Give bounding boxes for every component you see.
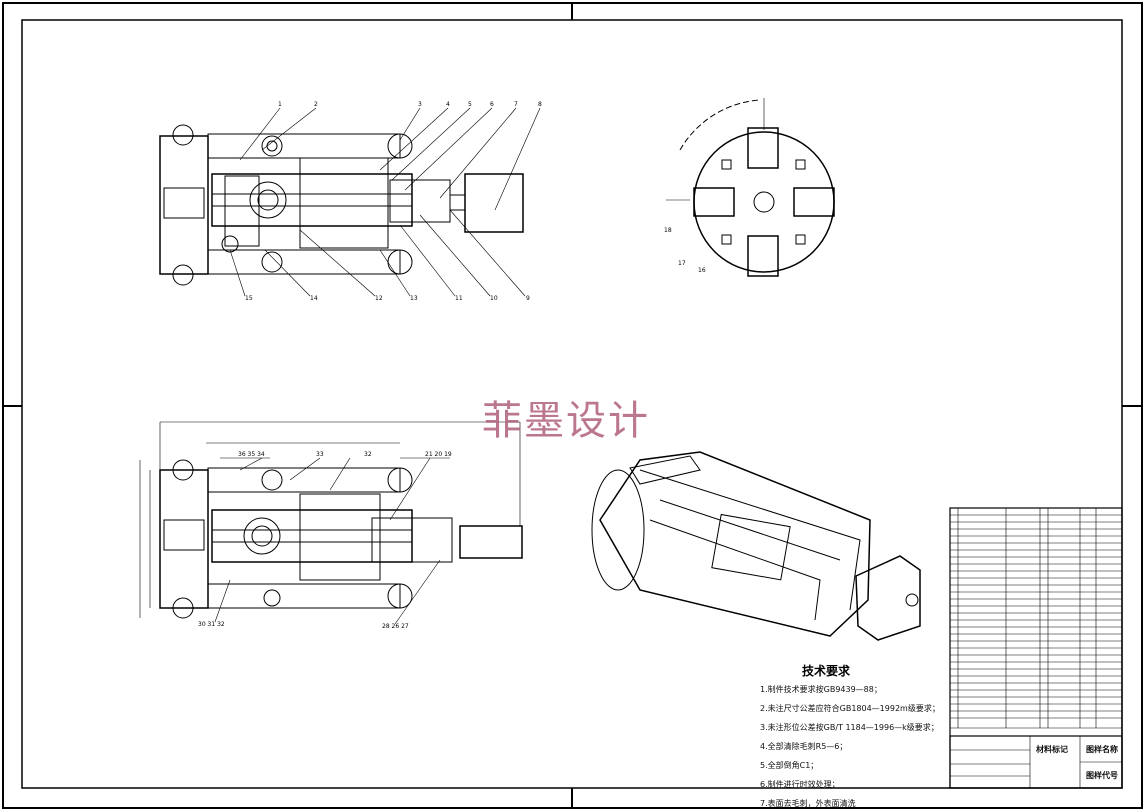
callout: 9 <box>526 295 530 302</box>
technical-requirements-title: 技术要求 <box>802 664 851 678</box>
callout: 11 <box>455 295 463 302</box>
callout: 14 <box>310 295 318 302</box>
front-view <box>139 421 523 625</box>
isometric-view <box>591 451 921 641</box>
callout: 7 <box>514 101 518 108</box>
callout: 6 <box>490 101 494 108</box>
center-marks <box>3 3 1142 808</box>
requirement-item: 2.未注尺寸公差应符合GB1804—1992m级要求； <box>760 704 940 713</box>
callout: 15 <box>245 295 253 302</box>
requirement-item: 6.制件进行时效处理； <box>760 780 840 789</box>
material-label: 材料标记 <box>1036 745 1068 754</box>
callout: 17 <box>678 260 686 267</box>
dimension-label: 21 20 19 <box>425 451 452 458</box>
end-view <box>666 98 835 277</box>
callout: 1 <box>278 101 282 108</box>
dimension-label: 28 26 27 <box>382 623 409 630</box>
requirement-item: 1.制件技术要求按GB9439—88； <box>760 685 882 694</box>
callout: 2 <box>314 101 318 108</box>
watermark: 菲墨设计 <box>482 398 650 444</box>
callout: 4 <box>446 101 450 108</box>
callout: 12 <box>375 295 383 302</box>
callout: 5 <box>468 101 472 108</box>
callout: 18 <box>664 227 672 234</box>
dimension-label: 36 35 34 <box>238 451 265 458</box>
dimension-label: 32 <box>364 451 372 458</box>
callout: 10 <box>490 295 498 302</box>
top-view <box>159 107 541 297</box>
callout: 16 <box>698 267 706 274</box>
requirement-item: 4.全部清除毛刺R5—6； <box>760 742 848 751</box>
callout: 13 <box>410 295 418 302</box>
callout: 3 <box>418 101 422 108</box>
requirement-item: 7.表面去毛刺，外表面清洗 <box>760 799 856 808</box>
drawing-code-label: 图样代号 <box>1086 771 1118 780</box>
requirement-item: 3.未注形位公差按GB/T 1184—1996—k级要求； <box>760 723 939 732</box>
dimension-label: 33 <box>316 451 324 458</box>
drawing-name-label: 图样名称 <box>1086 745 1118 754</box>
callout: 8 <box>538 101 542 108</box>
parts-list <box>949 507 1123 789</box>
requirement-item: 5.全部倒角C1； <box>760 761 819 770</box>
dimension-label: 30 31 32 <box>198 621 225 628</box>
